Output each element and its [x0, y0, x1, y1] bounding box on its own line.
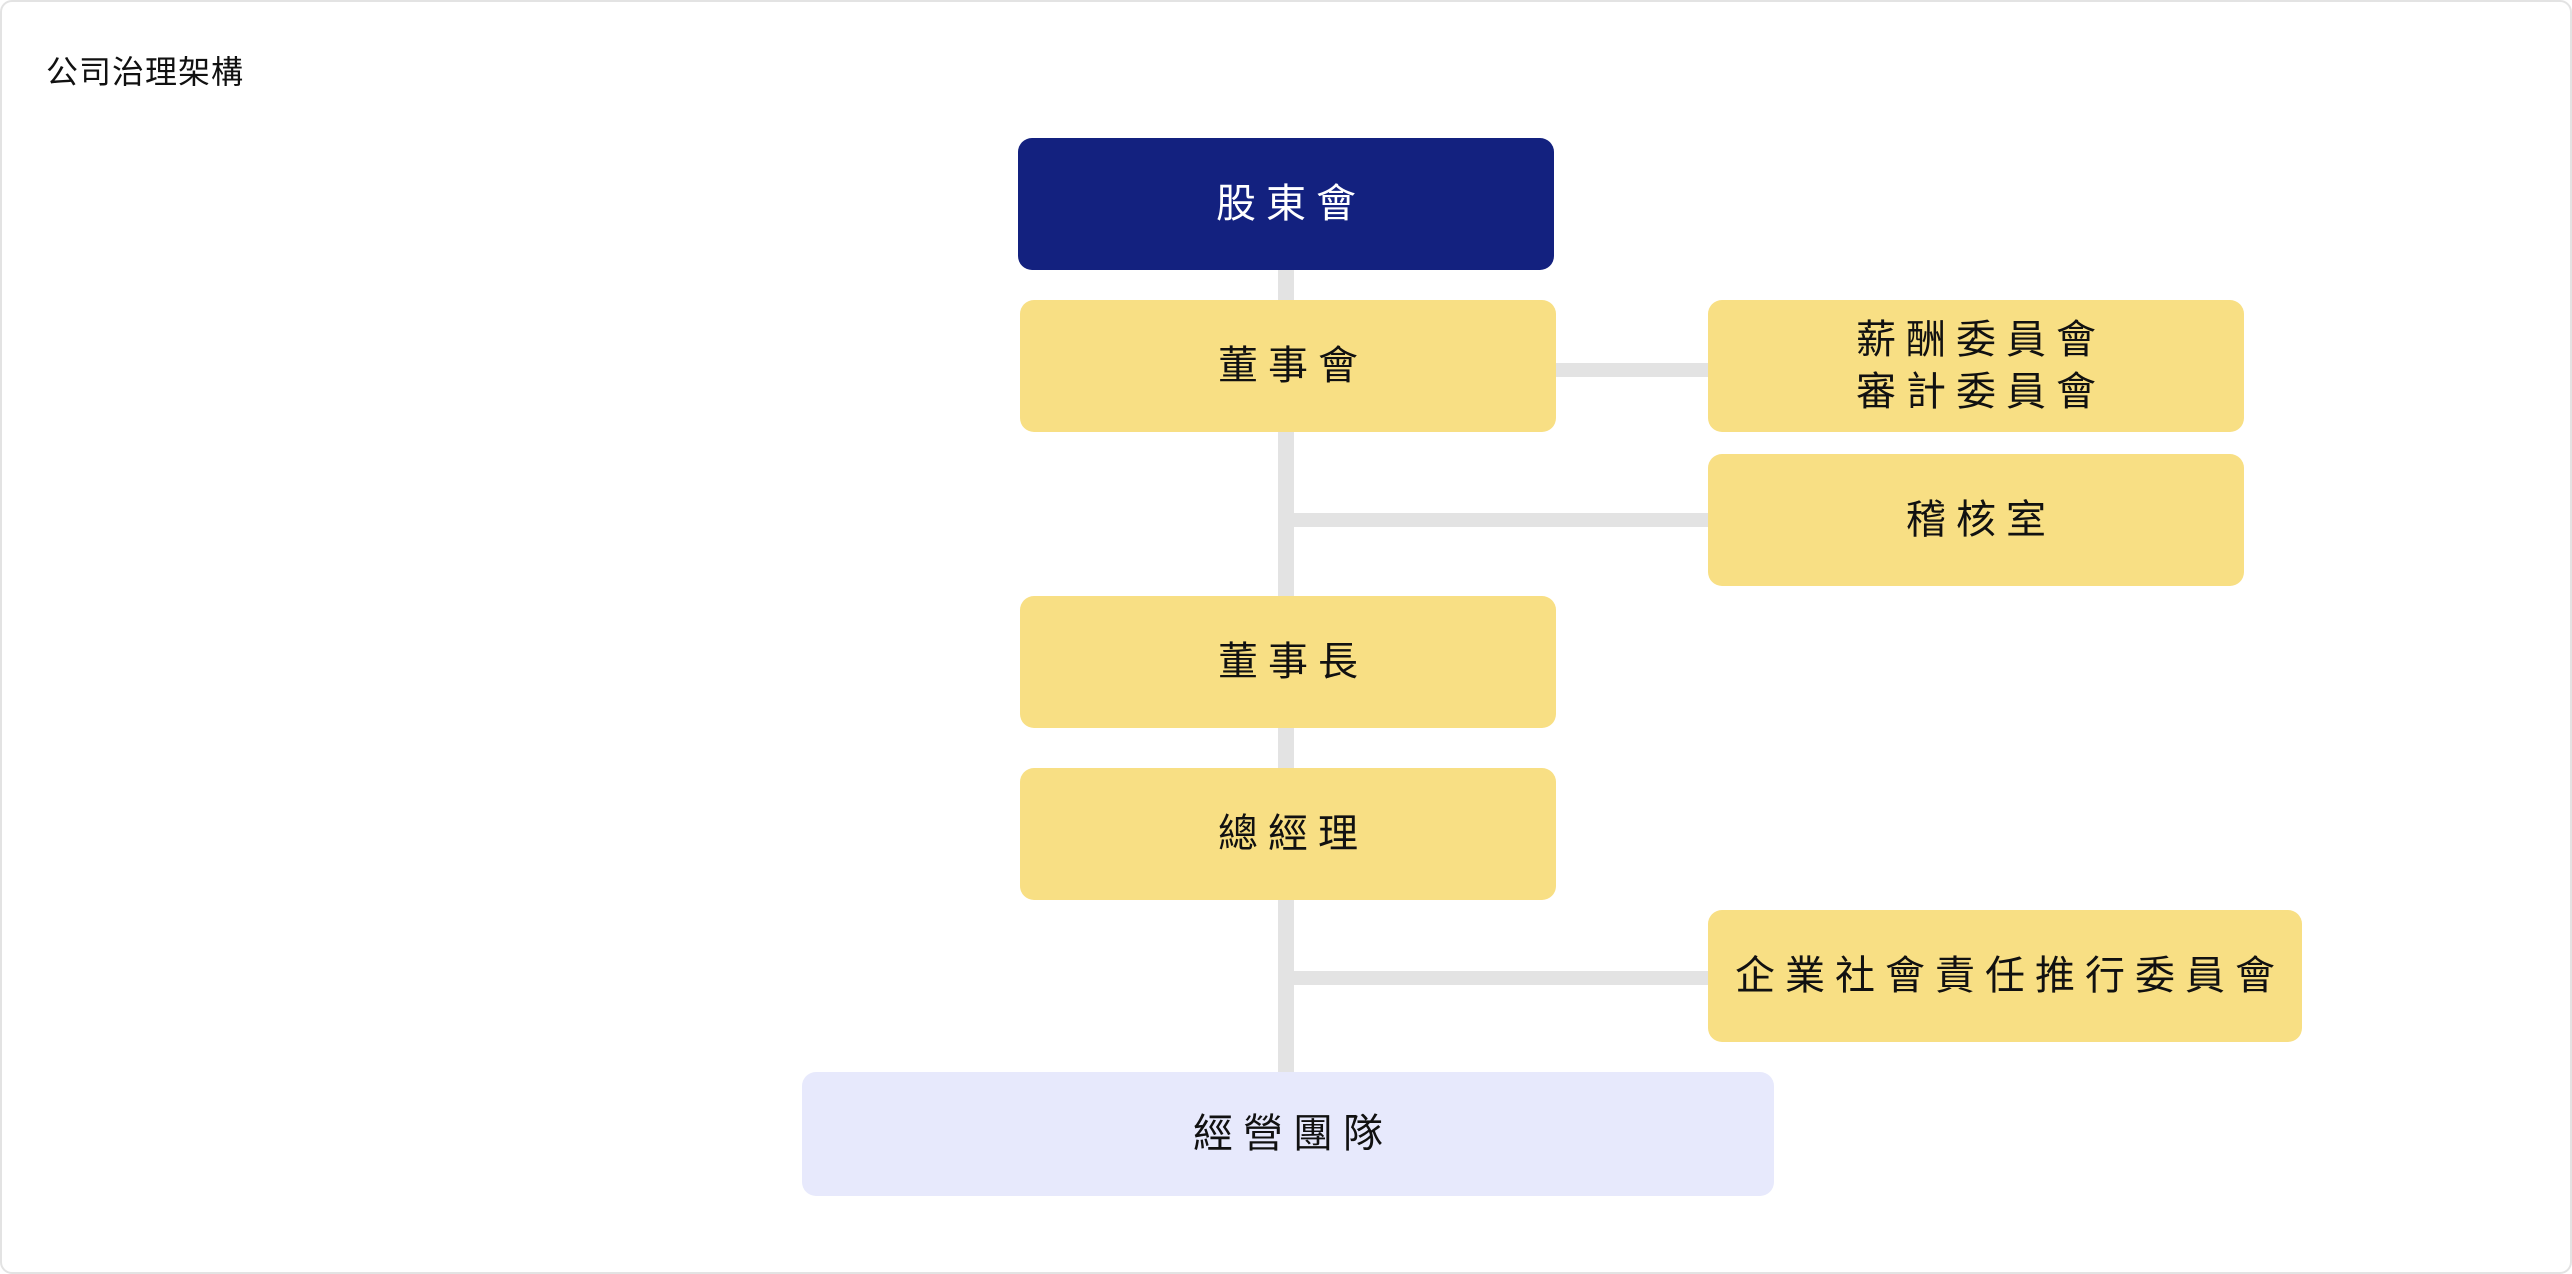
connector-board-committees [1552, 363, 1710, 377]
node-president-label: 總經理 [1218, 811, 1368, 857]
node-president: 總經理 [1020, 768, 1556, 900]
node-csr-committee-label: 企業社會責任推行委員會 [1735, 953, 2285, 999]
node-management-team: 經營團隊 [802, 1072, 1774, 1196]
node-committees: 薪酬委員會 審計委員會 [1708, 300, 2244, 432]
node-audit-committee-label: 審計委員會 [1856, 369, 2106, 415]
node-csr-committee: 企業社會責任推行委員會 [1708, 910, 2302, 1042]
node-chairman-label: 董事長 [1218, 639, 1368, 685]
node-shareholders: 股東會 [1018, 138, 1554, 270]
node-board-label: 董事會 [1218, 343, 1368, 389]
node-shareholders-label: 股東會 [1216, 181, 1366, 227]
connector-audit-office [1286, 513, 1710, 527]
node-audit-office: 稽核室 [1708, 454, 2244, 586]
node-management-team-label: 經營團隊 [1193, 1111, 1393, 1157]
node-chairman: 董事長 [1020, 596, 1556, 728]
node-board: 董事會 [1020, 300, 1556, 432]
connector-csr-committee [1286, 971, 1710, 985]
node-remuneration-committee-label: 薪酬委員會 [1856, 317, 2106, 363]
node-audit-office-label: 稽核室 [1906, 497, 2056, 543]
page-title: 公司治理架構 [46, 53, 245, 91]
